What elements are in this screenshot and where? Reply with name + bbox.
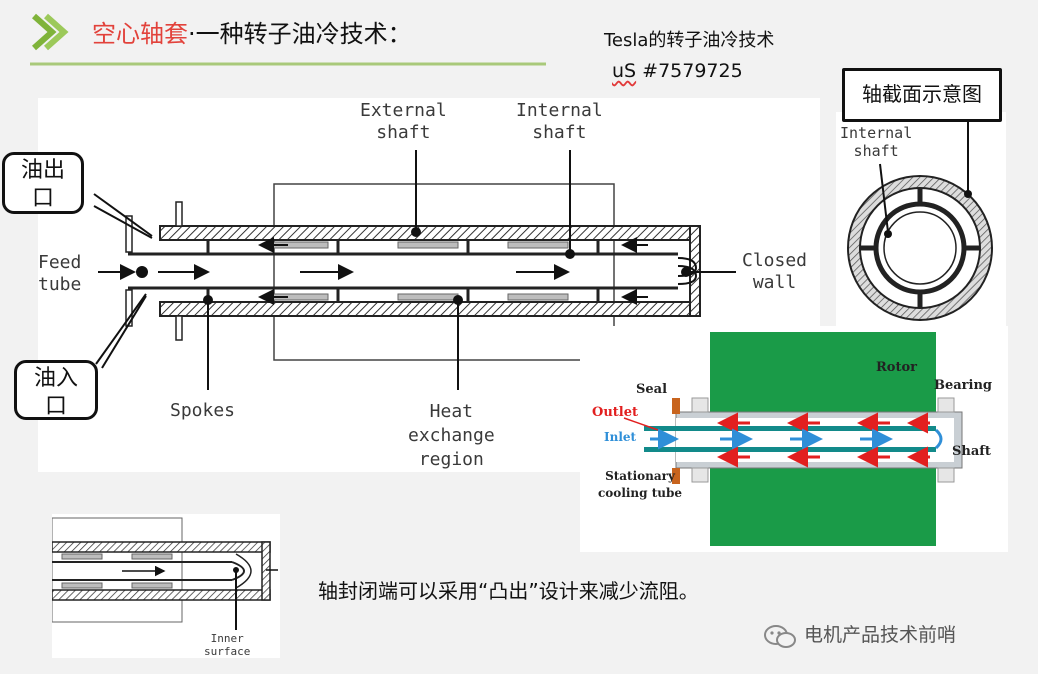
inner-line2: surface (204, 645, 251, 658)
feed-tube-line1: Feed (38, 252, 82, 273)
watermark: 电机产品技术前哨 (762, 620, 956, 649)
title-rest: ·一种转子油冷技术： (188, 20, 412, 48)
oil-outlet-callout: 油出 口 (2, 152, 84, 214)
oil-inlet-callout: 油入 口 (14, 360, 98, 420)
external-shaft-line1: External (360, 100, 447, 121)
protruding-end-drawing (52, 517, 278, 630)
closed-wall-line1: Closed (742, 250, 808, 271)
tesla-color-diagram: Rotor Bearing Seal Outlet Inlet Shaft St… (580, 326, 1008, 552)
cross-section-panel: Internal shaft (836, 112, 1006, 330)
bearing-label: Bearing (934, 378, 993, 393)
patent-prefix: uS (612, 60, 637, 82)
protruding-end-diagram: Inner surface (52, 514, 280, 658)
stationary-cooling-tube-label: Stationary cooling tube (598, 468, 682, 502)
internal-shaft-line2: shaft (532, 122, 587, 143)
cross-internal-label: Internal shaft (840, 124, 912, 160)
oil-outlet-line2: 口 (31, 186, 54, 211)
page-title: 空心轴套·一种转子油冷技术： (92, 14, 412, 49)
cross-section-drawing (847, 120, 993, 321)
heat-line3: region (418, 449, 484, 470)
cross-section-callout: 轴截面示意图 (842, 68, 1002, 122)
title-bar (28, 8, 548, 66)
heat-exchange-label: Heat exchange region (408, 400, 495, 472)
tesla-title: Tesla的转子油冷技术 (604, 30, 775, 51)
oil-inlet-line2: 口 (44, 394, 67, 419)
heat-line2: exchange (408, 425, 495, 446)
inner-surface-label: Inner surface (204, 632, 250, 658)
tesla-rotor-drawing (623, 332, 963, 546)
stationary-line2: cooling tube (598, 486, 683, 500)
cross-internal-line2: shaft (853, 142, 899, 160)
internal-shaft-label: Internal shaft (516, 100, 603, 144)
oil-inlet-line1: 油入 (33, 366, 78, 391)
closed-wall-label: Closed wall (742, 250, 807, 294)
wechat-icon (764, 624, 796, 648)
spokes-label: Spokes (170, 400, 236, 421)
caption-text: 轴封闭端可以采用“凸出”设计来减少流阻。 (318, 579, 699, 603)
external-shaft-label: External shaft (360, 100, 447, 144)
heat-line1: Heat (429, 401, 474, 422)
stationary-line1: Stationary (605, 469, 675, 483)
patent-number: uS #7579725 (612, 60, 743, 82)
watermark-text: 电机产品技术前哨 (804, 624, 957, 646)
seal-label: Seal (636, 382, 668, 397)
title-highlight: 空心轴套 (92, 20, 188, 48)
rotor-schematic (93, 150, 736, 390)
oil-outlet-line1: 油出 (20, 158, 65, 183)
chevron-icon (30, 13, 546, 66)
feed-tube-line2: tube (38, 274, 82, 295)
inlet-label: Inlet (604, 430, 637, 444)
internal-shaft-line1: Internal (516, 100, 603, 121)
patent-id: #7579725 (642, 60, 743, 82)
inner-line1: Inner (210, 632, 244, 645)
feed-tube-label: Feed tube (38, 252, 81, 296)
outlet-label: Outlet (592, 405, 638, 420)
external-shaft-line2: shaft (376, 122, 431, 143)
rotor-label: Rotor (876, 360, 917, 375)
shaft-label: Shaft (952, 444, 991, 459)
closed-wall-line2: wall (752, 272, 797, 293)
cross-internal-line1: Internal (840, 124, 913, 142)
